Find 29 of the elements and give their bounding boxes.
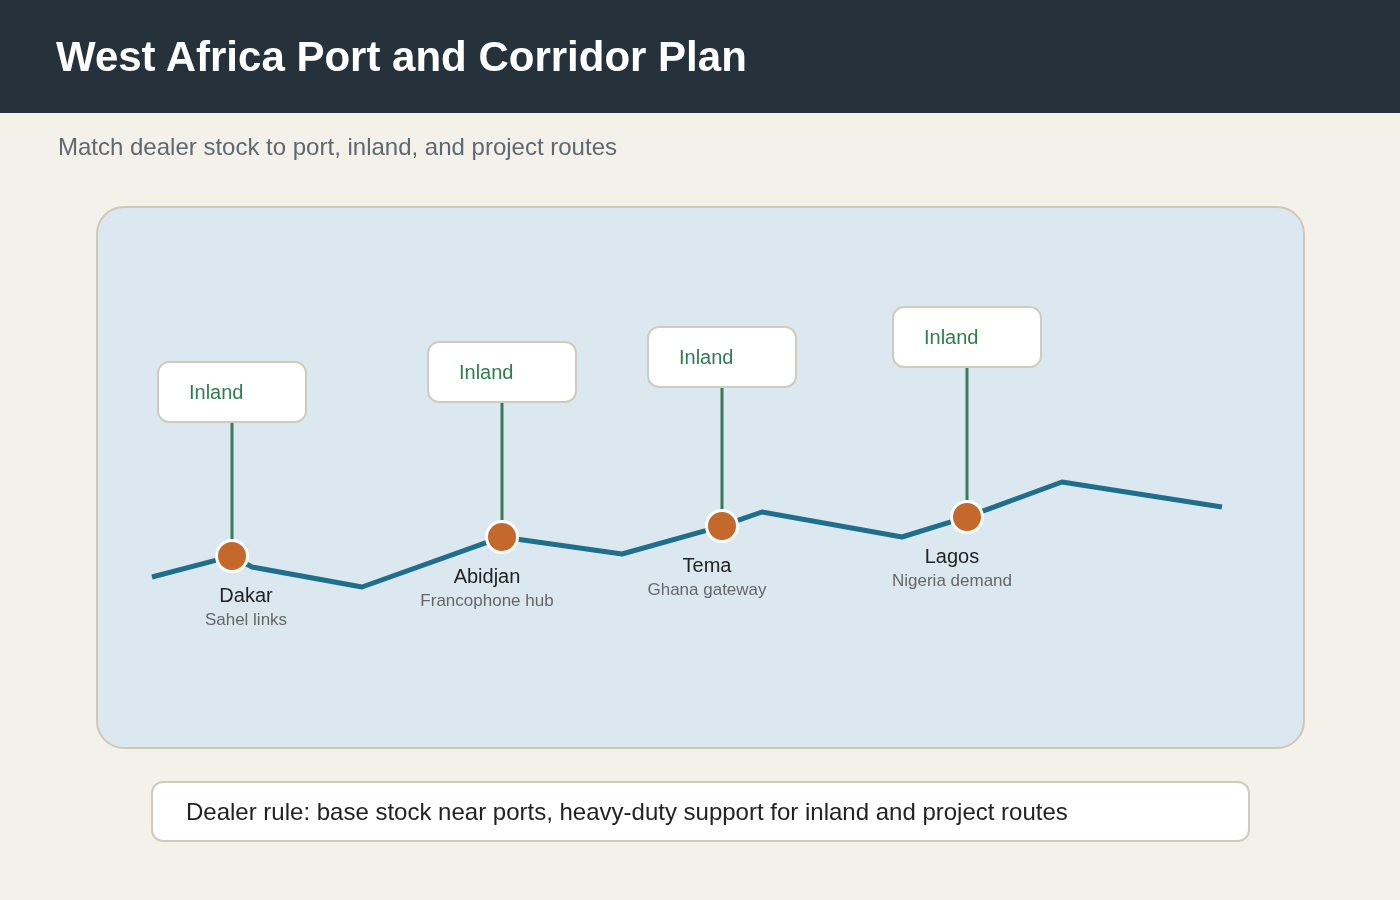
callout-box [647, 326, 797, 388]
map-panel [96, 206, 1305, 749]
callout-box [427, 341, 577, 403]
connector-line [230, 423, 234, 540]
connector-line [965, 368, 969, 501]
callout-text: Inland [189, 380, 244, 405]
page-title: West Africa Port and Corridor Plan [56, 32, 747, 82]
port-name: Abidjan [453, 564, 521, 589]
port-name: Lagos [924, 544, 980, 569]
callout-text: Inland [459, 360, 514, 385]
port-marker [950, 500, 984, 534]
connector-line [720, 388, 724, 510]
note-text: Dealer rule: base stock near ports, heavy-duty support for inland and project routes [186, 796, 1068, 827]
port-description: Francophone hub [420, 590, 554, 612]
connector-line [500, 403, 504, 521]
callout-text: Inland [679, 345, 734, 370]
port-marker [215, 539, 249, 573]
port-marker [705, 509, 739, 543]
subtitle: Match dealer stock to port, inland, and project routes [58, 132, 617, 162]
callout-box [892, 306, 1042, 368]
port-marker [485, 520, 519, 554]
port-name: Dakar [219, 583, 273, 608]
callout-box [157, 361, 307, 423]
callout-text: Inland [924, 325, 979, 350]
port-description: Nigeria demand [892, 570, 1012, 592]
note-box [151, 781, 1250, 842]
port-name: Tema [682, 553, 732, 578]
port-description: Ghana gateway [647, 579, 767, 601]
port-description: Sahel links [204, 609, 288, 631]
